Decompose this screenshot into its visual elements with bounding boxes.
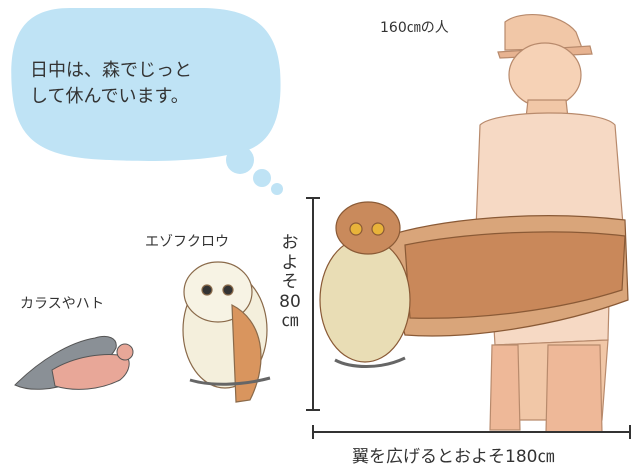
crow-dove-label: カラスやハト (20, 296, 105, 312)
bubble-tail-dot-3 (271, 183, 283, 195)
speech-bubble-text: 日中は、森でじっと して休んでいます。 (30, 58, 260, 110)
height-label: お よ そ 80 ㎝ (278, 233, 302, 332)
height-label-part: そ (281, 272, 299, 293)
height-scale (306, 197, 320, 411)
bubble-tail-dot-2 (253, 169, 271, 187)
owl-spread-wing (319, 201, 629, 368)
height-label-part: 80 (279, 291, 301, 312)
owl-label: エゾフクロウ (145, 234, 229, 250)
height-label-part: ㎝ (281, 311, 299, 332)
speech-bubble-line-2: して休んでいます。 (30, 86, 189, 108)
height-label-part: よ (281, 252, 299, 273)
height-label-part: お (281, 233, 299, 253)
wingspan-label: 翼を広げるとおよそ180㎝ (352, 447, 555, 467)
crow-and-dove (14, 335, 134, 390)
bubble-tail-dot-1 (226, 146, 254, 174)
speech-bubble-line-1: 日中は、森でじっと (30, 60, 192, 81)
wingspan-scale (312, 425, 631, 439)
speech-bubble (11, 8, 283, 195)
ural-owl (182, 261, 271, 403)
person-label: 160㎝の人 (380, 20, 449, 36)
